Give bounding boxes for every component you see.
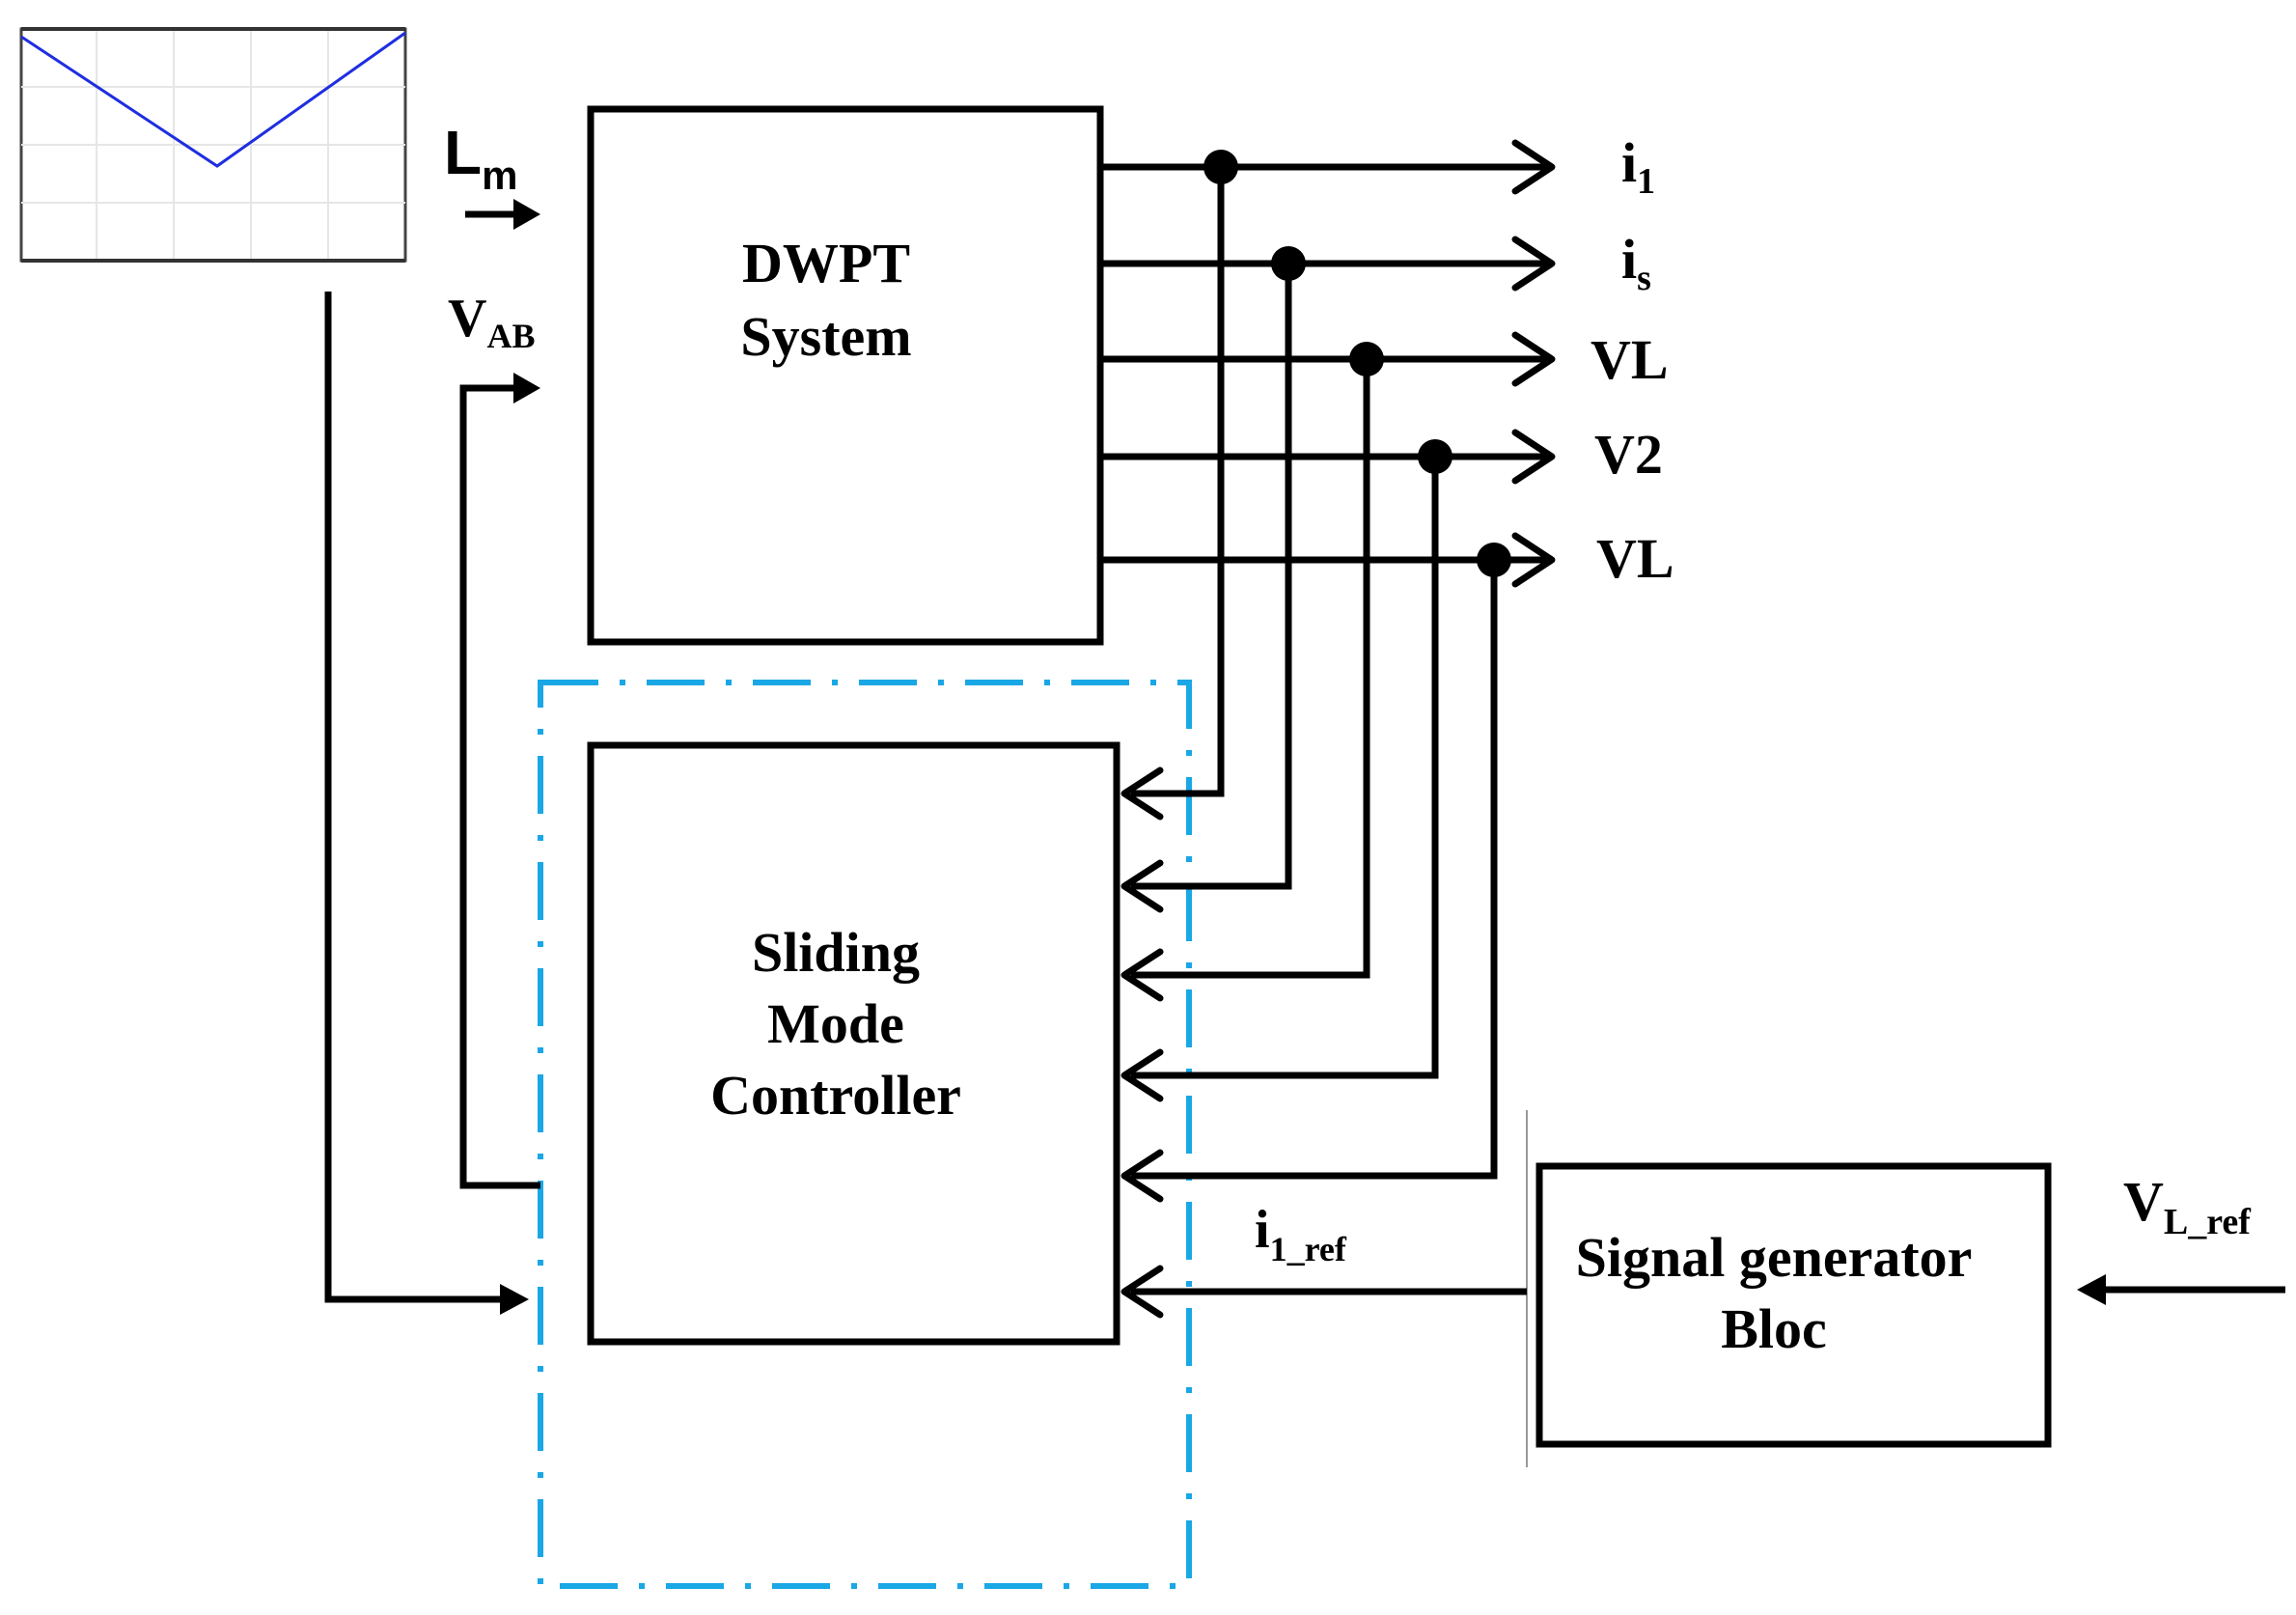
output-label-4: V2: [1594, 423, 1663, 486]
vab-sub: AB: [486, 317, 535, 355]
output-label-5: VL: [1596, 527, 1674, 590]
lm-sub: m: [482, 153, 517, 198]
junction-dots: [1203, 150, 1511, 577]
lm-main: L: [444, 118, 482, 187]
output-label-3: VL: [1591, 328, 1669, 391]
siggen-label-line1: Signal generator: [1576, 1226, 1973, 1289]
output-lines: [1100, 139, 1556, 588]
siggen-label-line2: Bloc: [1721, 1297, 1827, 1360]
vl-ref-input: VL_ref: [2077, 1170, 2285, 1305]
feedback-lines: [1120, 167, 1498, 1203]
smc-label-line1: Sliding: [752, 921, 920, 984]
output-label-2: is: [1621, 228, 1651, 298]
profile-curve: [20, 31, 406, 168]
smc-label-line2: Mode: [767, 992, 904, 1055]
dwpt-label-line1: DWPT: [742, 232, 910, 294]
dwpt-label-line2: System: [740, 305, 911, 368]
svg-text:Lm: Lm: [444, 118, 517, 198]
output-label-1: i1: [1621, 131, 1655, 202]
vab-input: VAB: [448, 289, 540, 1189]
lm-profile-feed: [324, 292, 529, 1315]
controller-dashed-region: [538, 680, 1192, 1589]
vab-main: V: [448, 289, 486, 348]
smc-label-line3: Controller: [710, 1064, 961, 1127]
vl-ref-label: VL_ref: [2123, 1170, 2252, 1242]
lm-input: Lm: [444, 118, 540, 230]
i1-ref-line: i1_ref: [1120, 1200, 1527, 1319]
i1-ref-label: i1_ref: [1255, 1200, 1347, 1268]
dwpt-system-block: [587, 105, 1104, 646]
sliding-mode-controller-block: [587, 741, 1120, 1346]
svg-text:VAB: VAB: [448, 289, 535, 355]
inductance-profile-plot: [19, 27, 407, 263]
signal-generator-block: [1535, 1162, 2052, 1448]
